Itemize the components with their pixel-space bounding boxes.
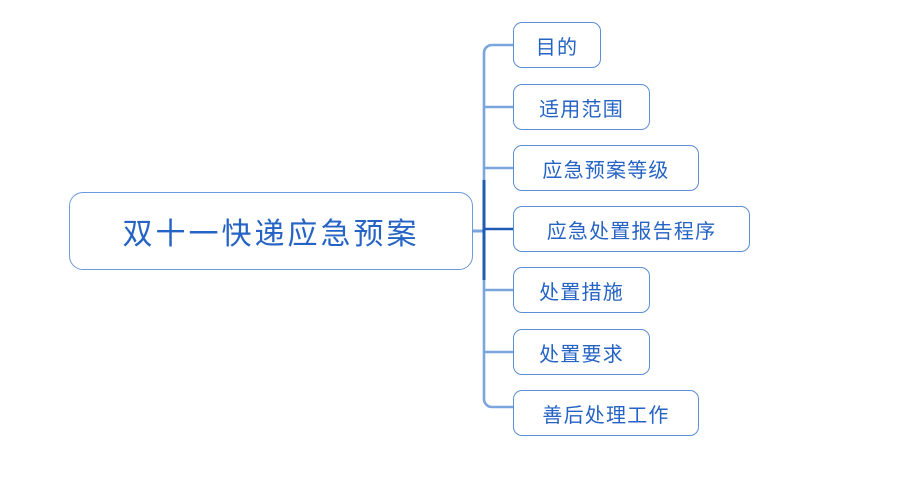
child-node-4[interactable]: 应急处置报告程序 (513, 206, 750, 252)
child-node-3[interactable]: 应急预案等级 (513, 145, 699, 191)
child-node-1[interactable]: 目的 (513, 22, 601, 68)
child-node-3-label: 应急预案等级 (542, 157, 670, 182)
child-node-2[interactable]: 适用范围 (513, 84, 650, 130)
child-node-2-label: 适用范围 (539, 96, 624, 121)
child-node-1-label: 目的 (535, 34, 579, 59)
child-node-6-label: 处置要求 (539, 341, 624, 366)
child-node-4-label: 应急处置报告程序 (546, 218, 717, 243)
child-node-5-label: 处置措施 (539, 279, 624, 304)
child-node-7[interactable]: 善后处理工作 (513, 390, 699, 436)
child-node-5[interactable]: 处置措施 (513, 267, 650, 313)
child-node-7-label: 善后处理工作 (542, 402, 670, 427)
root-node-label: 双十一快递应急预案 (122, 217, 420, 252)
root-node[interactable]: 双十一快递应急预案 (69, 192, 473, 270)
child-node-6[interactable]: 处置要求 (513, 329, 650, 375)
